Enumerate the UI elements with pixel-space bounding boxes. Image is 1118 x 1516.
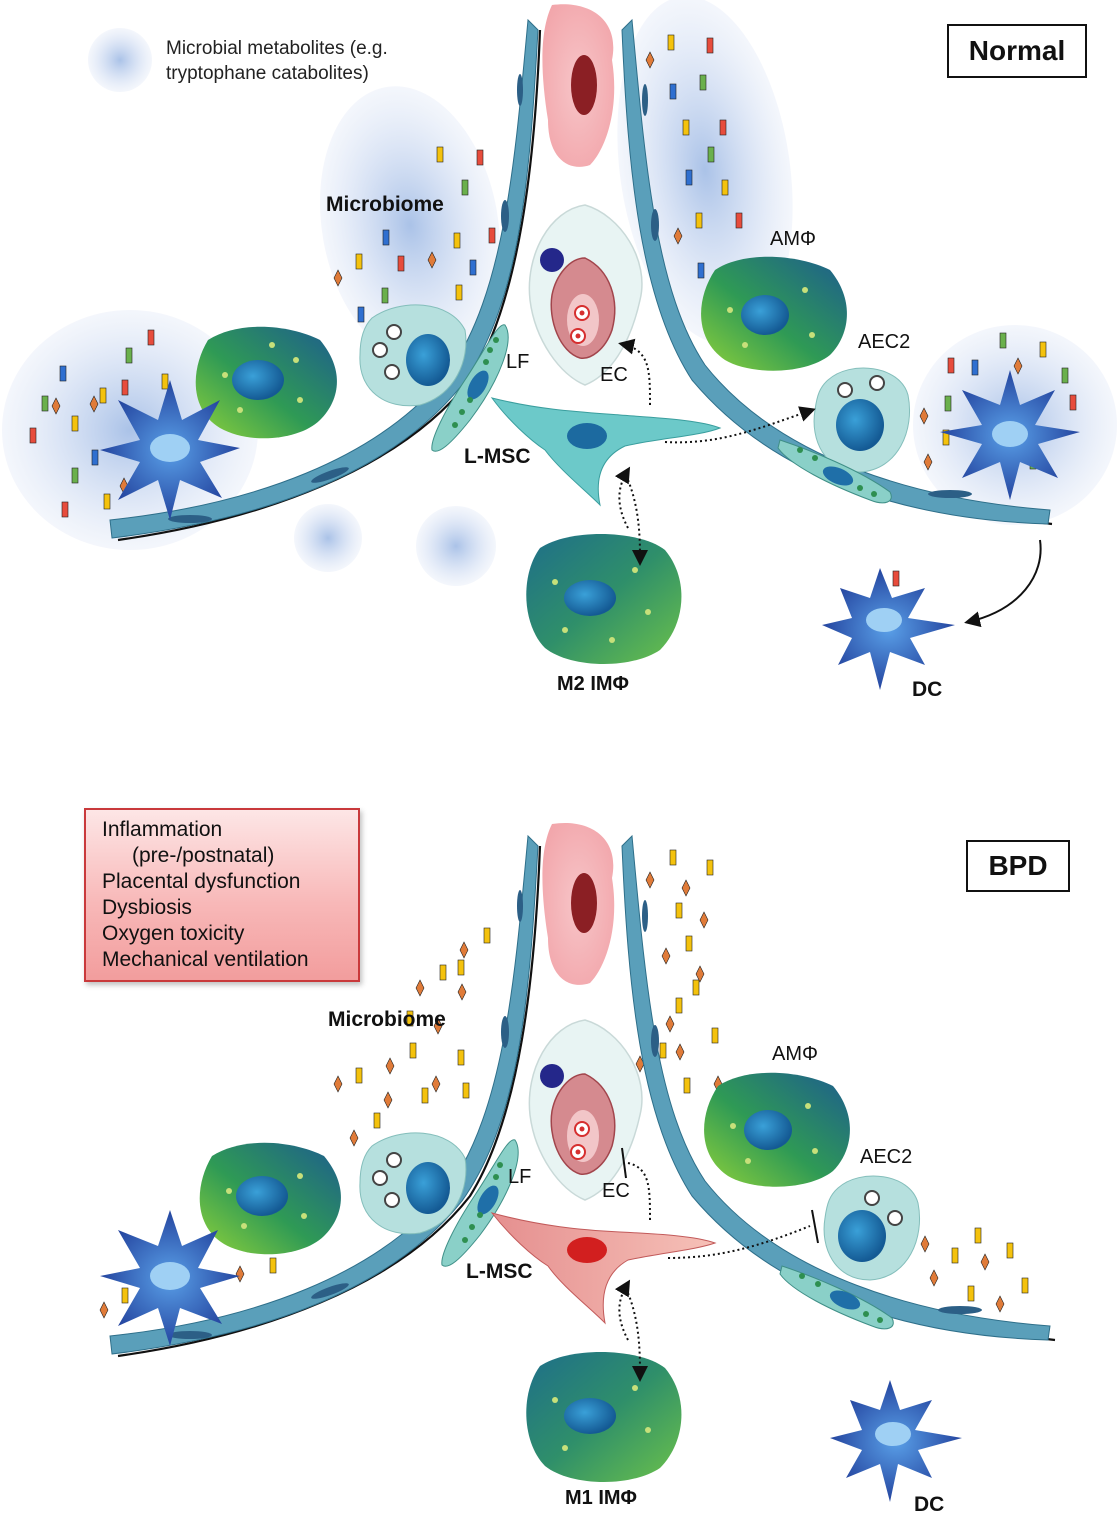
- dendritic-cell-bottom: [822, 568, 955, 690]
- risk-factor-3: Dysbiosis: [102, 896, 192, 919]
- aec2-cell-right: [813, 367, 910, 473]
- capillary: [528, 204, 643, 386]
- aec2-cell-right-bpd: [823, 1175, 920, 1281]
- dendritic-cell-left-bpd: [100, 1210, 240, 1346]
- metabolite-particles: [29, 34, 1077, 518]
- capillary-bpd: [528, 1019, 643, 1201]
- label-lf: LF: [506, 351, 530, 373]
- label-am: AMΦ: [770, 228, 816, 250]
- lung-fibroblast-bpd: [441, 1139, 519, 1267]
- dendritic-cell-bottom-bpd: [830, 1380, 962, 1502]
- label-im-bpd: M1 IMΦ: [565, 1487, 637, 1509]
- risk-factor-1-detail: (pre-/postnatal): [132, 844, 275, 867]
- dendritic-cell-right: [940, 370, 1080, 500]
- pericyte-cell-bpd: [542, 822, 615, 985]
- label-ec: EC: [600, 364, 628, 386]
- label-lmsc-bpd: L-MSC: [466, 1260, 533, 1283]
- label-aec2-bpd: AEC2: [860, 1146, 913, 1168]
- legend-line-2: tryptophane catabolites): [166, 63, 369, 84]
- pericyte-cell: [542, 4, 615, 167]
- normal-illustration: [2, 0, 1117, 690]
- label-am-bpd: AMΦ: [772, 1043, 818, 1065]
- label-lf-bpd: LF: [508, 1166, 532, 1188]
- risk-factors-box: Inflammation (pre-/postnatal) Placental …: [84, 808, 360, 982]
- metabolite-particles-bpd: [99, 849, 1029, 1319]
- alveolar-macrophage-left: [195, 326, 337, 439]
- lung-fibroblast: [431, 324, 509, 452]
- interstitial-macrophage-m2: [526, 533, 682, 665]
- label-im: M2 IMΦ: [557, 673, 629, 695]
- label-dc-bpd: DC: [914, 1493, 945, 1516]
- risk-factor-1: Inflammation: [102, 818, 223, 841]
- aec2-cell-left: [359, 304, 467, 407]
- alveolar-epithelium: [109, 18, 1051, 539]
- capillary-nucleus: [540, 248, 564, 272]
- label-microbiome-bpd: Microbiome: [328, 1008, 446, 1031]
- dendritic-cell-left: [100, 380, 240, 520]
- interaction-arrows: [614, 338, 1042, 628]
- lung-fibroblast-right-bpd: [779, 1265, 894, 1330]
- alveolar-macrophage-right: [701, 256, 847, 371]
- alveolar-macrophage-left-bpd: [199, 1142, 341, 1255]
- panel-bpd: Inflammation (pre-/postnatal) Placental …: [0, 758, 1118, 1516]
- label-lmsc: L-MSC: [464, 445, 531, 468]
- risk-factor-4: Oxygen toxicity: [102, 922, 245, 945]
- interaction-arrows-bpd: [614, 1147, 819, 1382]
- label-dc: DC: [912, 678, 943, 701]
- condition-tag-normal: Normal: [947, 24, 1087, 78]
- alveolar-macrophage-right-bpd: [704, 1072, 850, 1187]
- lung-msc-normal: [490, 397, 722, 507]
- aec2-cell-left-bpd: [359, 1132, 467, 1235]
- legend-metabolites: Microbial metabolites (e.g. tryptophane …: [166, 36, 388, 86]
- panel-normal: Microbial metabolites (e.g. tryptophane …: [2, 0, 1117, 701]
- interstitial-macrophage-m1: [526, 1351, 682, 1483]
- legend-line-1: Microbial metabolites (e.g.: [166, 38, 388, 59]
- lung-msc-bpd: [490, 1212, 717, 1325]
- lung-fibroblast-right: [777, 439, 892, 504]
- risk-factor-2: Placental dysfunction: [102, 870, 301, 893]
- condition-tag-bpd: BPD: [966, 840, 1070, 892]
- risk-factor-5: Mechanical ventilation: [102, 948, 309, 971]
- label-ec-bpd: EC: [602, 1180, 630, 1202]
- label-microbiome: Microbiome: [326, 193, 444, 216]
- bpd-illustration: [99, 822, 1056, 1502]
- label-aec2: AEC2: [858, 331, 911, 353]
